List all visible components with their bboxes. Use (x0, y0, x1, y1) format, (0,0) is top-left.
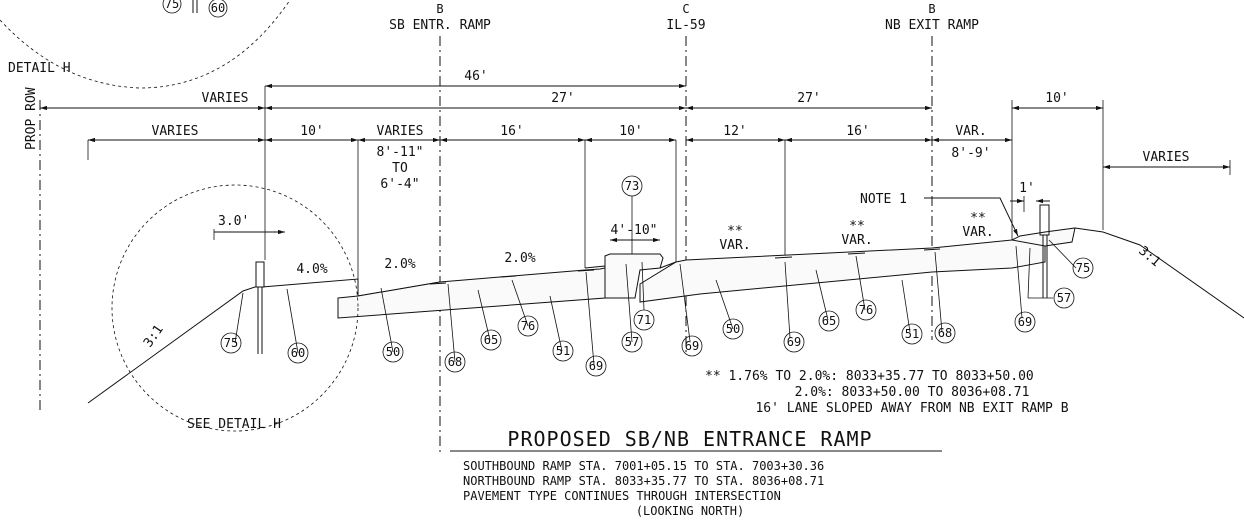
dim-3: 3.0' (218, 214, 249, 229)
dim-10-b: 10' (619, 124, 642, 139)
title-sub-3: PAVEMENT TYPE CONTINUES THROUGH INTERSEC… (463, 489, 781, 503)
note-line-1: ** 1.76% TO 2.0%: 8033+35.77 TO 8033+50.… (705, 369, 1034, 384)
ground-and-pavement (87, 184, 1244, 432)
title-sub-1: SOUTHBOUND RAMP STA. 7001+05.15 TO STA. … (463, 459, 824, 473)
slope-var-1: VAR. (719, 238, 750, 253)
slope-3to1-right: 3:1 (1135, 244, 1163, 271)
dim-12: 12' (723, 124, 746, 139)
callout-60-top: 60 (211, 1, 225, 15)
callout-69-a: 69 (589, 359, 603, 373)
title-sub-2: NORTHBOUND RAMP STA. 8033+35.77 TO STA. … (463, 474, 824, 488)
nb-pavement-slab (639, 239, 1046, 303)
dim-16-b: 16' (846, 124, 869, 139)
dim-range-1: 8'-11" (377, 145, 424, 160)
callout-bubble (162, 0, 182, 14)
note-1-leader: NOTE 1 (860, 192, 1019, 237)
dim-varies-mid: VARIES (377, 124, 424, 139)
nb-ramp-label: NB EXIT RAMP (885, 18, 979, 33)
callout-65-right: 65 (822, 314, 836, 328)
dim-16-a: 16' (500, 124, 523, 139)
dim-10-right: 10' (1045, 91, 1068, 106)
superelevation-notes: ** 1.76% TO 2.0%: 8033+35.77 TO 8033+50.… (705, 369, 1069, 416)
callout-76-left: 76 (521, 319, 535, 333)
slope-2pct-b: 2.0% (504, 251, 535, 266)
callout-76-right: 76 (859, 303, 873, 317)
dim-var-right-range: 8'-9' (951, 146, 990, 161)
dim-10-a: 10' (300, 124, 323, 139)
sb-ramp-slab (337, 267, 606, 319)
callout-57-left: 57 (625, 335, 639, 349)
slope-var-3-star: ** (970, 211, 986, 226)
see-detail-h: SEE DETAIL H (187, 417, 281, 432)
dim-varies-top: VARIES (202, 91, 249, 106)
slope-var-2-star: ** (849, 219, 865, 234)
callout-51-right: 51 (905, 327, 919, 341)
right-guardrail-post (1039, 204, 1050, 236)
slope-4pct: 4.0% (296, 262, 327, 277)
sb-baseline-symbol: B (436, 2, 443, 16)
note-line-2: 2.0%: 8033+50.00 TO 8036+08.71 (795, 385, 1030, 400)
callout-60: 60 (291, 346, 305, 360)
dim-range-2: 6'-4" (380, 177, 419, 192)
nb-baseline-symbol: B (928, 2, 935, 16)
callout-75-left: 75 (224, 336, 238, 350)
dim-4-10: 4'-10" (611, 223, 658, 238)
slope-3to1-left: 3:1 (141, 322, 167, 350)
left-guardrail-post (255, 261, 265, 288)
centerlines: B SB ENTR. RAMP C IL-59 B NB EXIT RAMP (389, 2, 979, 455)
sb-ramp-label: SB ENTR. RAMP (389, 18, 491, 33)
il59-cl-symbol: C (682, 2, 689, 16)
callout-69-c: 69 (787, 335, 801, 349)
callout-69-b: 69 (685, 339, 699, 353)
dim-46: 46' (464, 69, 487, 84)
callout-bubble (208, 0, 228, 18)
detail-h-circle (111, 184, 359, 432)
dim-range-to: TO (392, 161, 408, 176)
section-title-block: PROPOSED SB/NB ENTRANCE RAMP SOUTHBOUND … (450, 427, 942, 518)
callout-68-right: 68 (938, 326, 952, 340)
detail-h-outline (0, 0, 291, 89)
prop-row: PROP ROW (24, 87, 41, 410)
callout-50-left: 50 (386, 345, 400, 359)
dim-varies-left: VARIES (152, 124, 199, 139)
callout-65-left: 65 (484, 333, 498, 347)
callout-51-left: 51 (556, 344, 570, 358)
dim-var-right: VAR. (955, 124, 986, 139)
slope-2pct-a: 2.0% (384, 257, 415, 272)
note-1-label: NOTE 1 (860, 192, 907, 207)
detail-h-label: DETAIL H (8, 61, 71, 76)
dim-27-right: 27' (797, 91, 820, 106)
callout-bubbles: 75 60 50 68 65 76 51 69 57 71 73 69 (220, 175, 1094, 377)
dim-varies-far: VARIES (1143, 150, 1190, 165)
detail-h-fragment: 75 60 DETAIL H (0, 0, 291, 89)
right-backslope (1074, 227, 1244, 319)
note-line-3: 16' LANE SLOPED AWAY FROM NB EXIT RAMP B (755, 401, 1068, 416)
dimension-lines: 46' VARIES 27' 27' 10' VARIES 10' VARIES… (40, 69, 1231, 300)
callout-75-top: 75 (165, 0, 179, 11)
slope-var-3: VAR. (962, 225, 993, 240)
callout-69-d: 69 (1018, 315, 1032, 329)
slope-var-2: VAR. (841, 233, 872, 248)
callout-68-left: 68 (448, 355, 462, 369)
dim-27-left: 27' (551, 91, 574, 106)
callout-57-right: 57 (1057, 291, 1071, 305)
dim-1: 1' (1019, 181, 1035, 196)
slope-var-1-star: ** (727, 224, 743, 239)
prop-row-label: PROP ROW (24, 87, 39, 150)
callout-73: 73 (625, 179, 639, 193)
title-sub-4: (LOOKING NORTH) (636, 504, 744, 518)
callout-50-right: 50 (726, 322, 740, 336)
callout-71: 71 (637, 313, 651, 327)
il59-label: IL-59 (666, 18, 705, 33)
callout-75-right: 75 (1076, 261, 1090, 275)
section-title: PROPOSED SB/NB ENTRANCE RAMP (507, 427, 872, 451)
